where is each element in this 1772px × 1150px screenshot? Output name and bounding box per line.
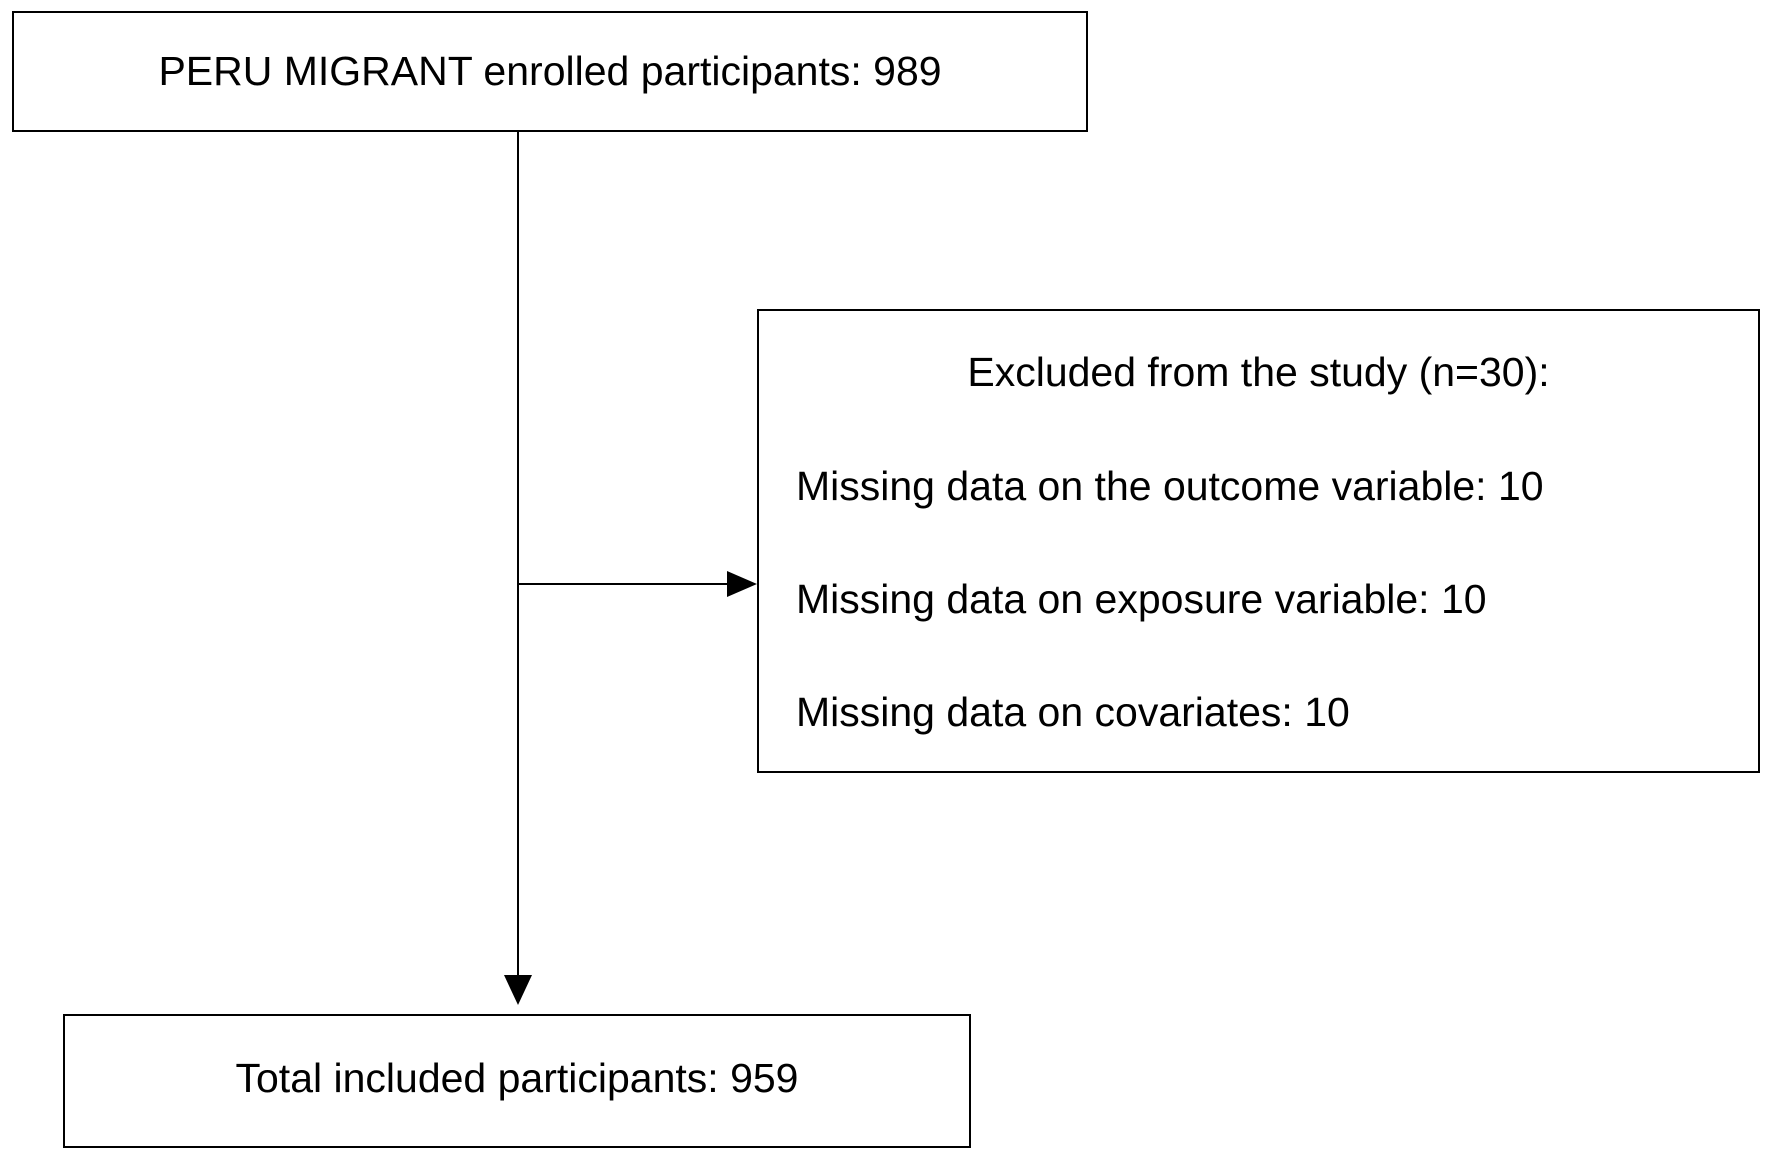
enrolled-box <box>12 11 1088 132</box>
enrolled-label: PERU MIGRANT enrolled participants: 989 <box>158 48 942 94</box>
exclusion-arrowhead <box>727 571 757 597</box>
exclusion-connector <box>519 583 729 585</box>
included-box <box>63 1014 971 1148</box>
excluded-item-exposure: Missing data on exposure variable: 10 <box>796 576 1487 622</box>
main-flow-connector <box>517 132 519 978</box>
main-flow-arrowhead <box>504 975 532 1005</box>
excluded-heading: Excluded from the study (n=30): <box>967 349 1550 395</box>
excluded-item-covariates: Missing data on covariates: 10 <box>796 689 1350 735</box>
excluded-box <box>757 309 1760 773</box>
included-label: Total included participants: 959 <box>235 1055 799 1101</box>
excluded-item-outcome: Missing data on the outcome variable: 10 <box>796 463 1544 509</box>
